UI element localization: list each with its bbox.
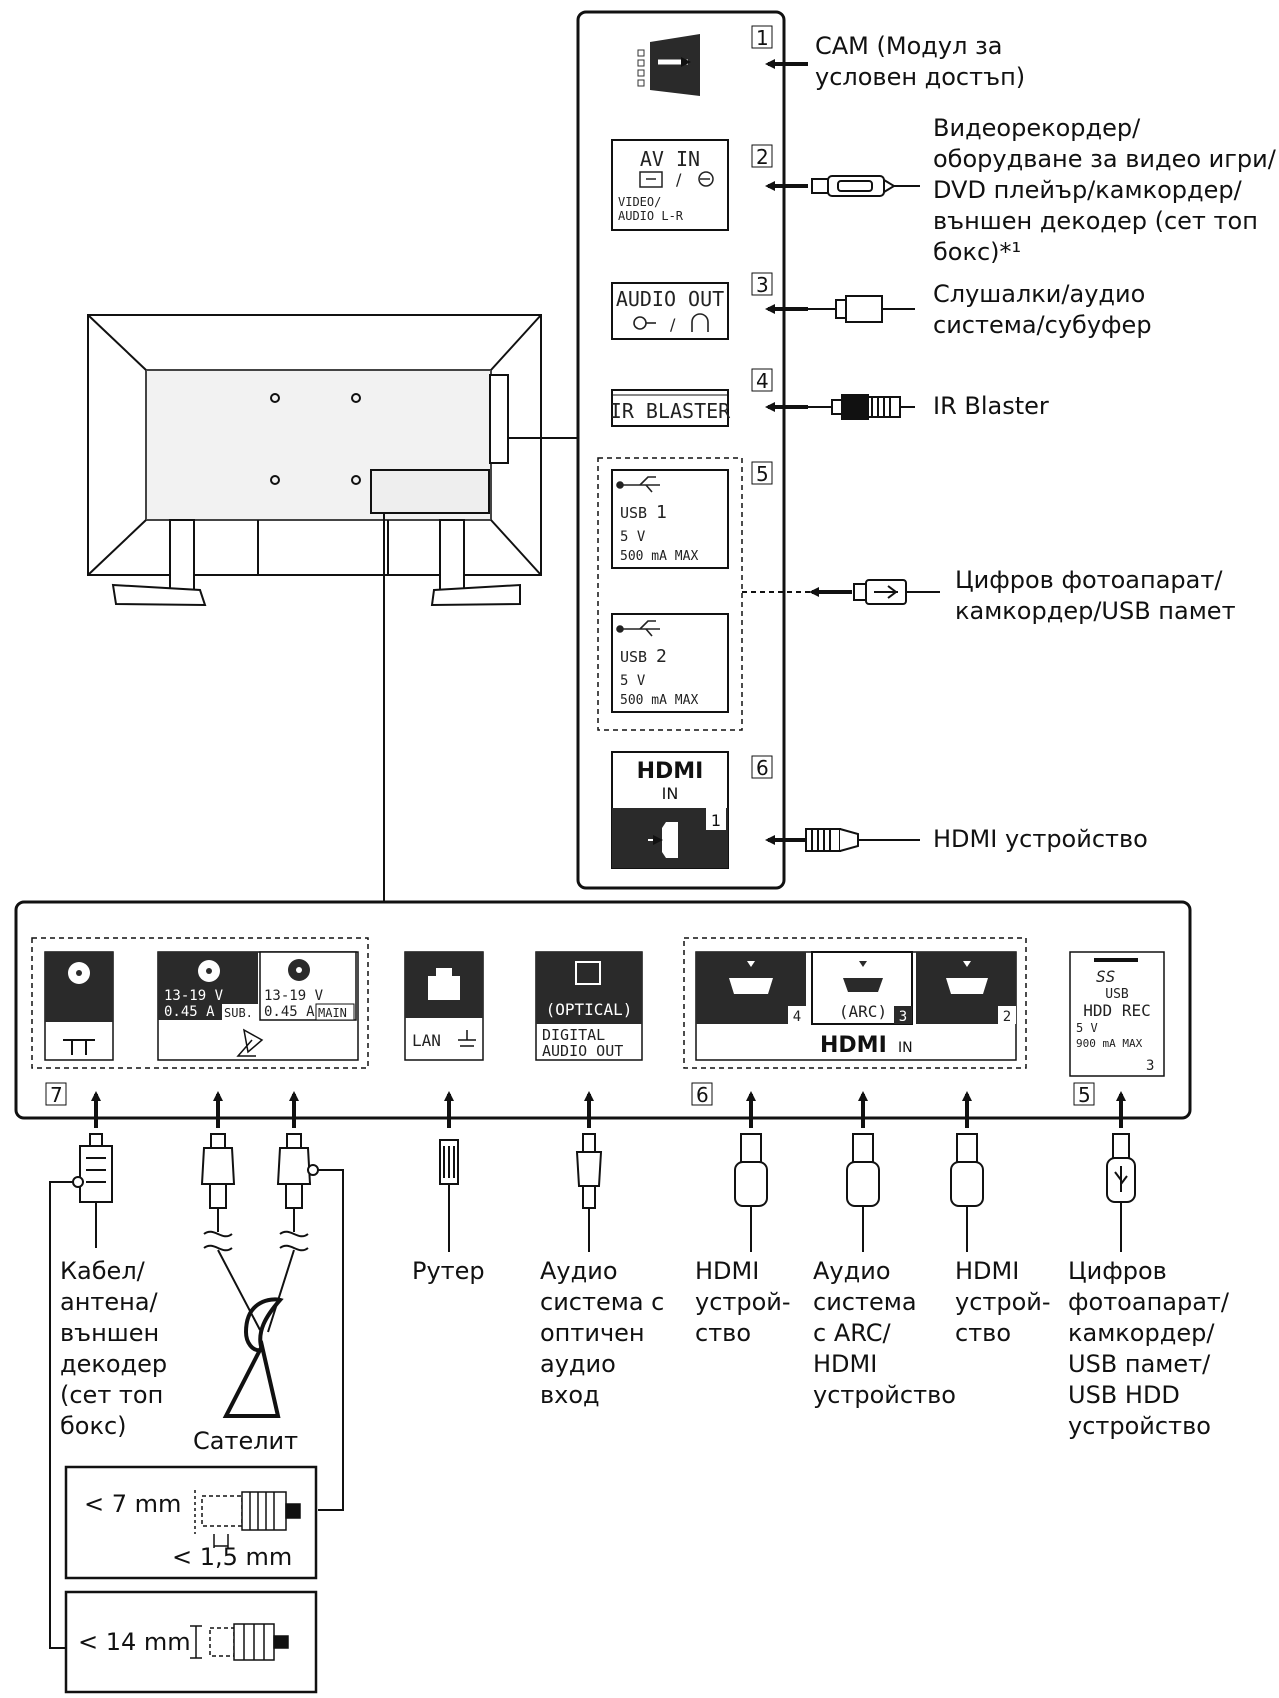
usb1-label: USB (620, 504, 647, 522)
hdmi-arc-label: (ARC) (839, 1002, 887, 1021)
sat-sub-voltage: 13-19 V (164, 988, 224, 1004)
label-usb-hdd: Цифров фотоапарат/ камкордер/ USB памет/… (1068, 1257, 1229, 1440)
hdmi-in1-in: IN (662, 784, 679, 803)
dimension-14mm: < 14 mm (78, 1628, 191, 1656)
usb2-number: 2 (656, 646, 667, 667)
network-icon (458, 1030, 476, 1047)
sat-main-voltage: 13-19 V (264, 988, 324, 1004)
usb3-ss-logo: SS (1096, 967, 1115, 986)
bottom-slot-number-7: 7 (50, 1083, 63, 1107)
label-cam: CAM (Модул за условен достъп) (815, 32, 1026, 91)
usb1-port: USB 1 5 V 500 mA MAX (611, 469, 729, 569)
label-video-devices: Видеорекордер/ оборудване за видео игри/… (933, 114, 1276, 266)
optical-line2: AUDIO OUT (542, 1042, 623, 1060)
usb1-icon (616, 476, 660, 493)
usb2-current: 500 mA MAX (620, 693, 698, 708)
label-hdmi-device-2: HDMI устрой- ство (955, 1257, 1051, 1347)
satellite-ports: 13-19 V 0.45 A SUB. 13-19 V 0.45 A MAIN (157, 951, 359, 1061)
slot-number-4: 4 (756, 369, 769, 393)
usb-group-frame (597, 457, 743, 731)
headphone-icon: / (633, 313, 709, 334)
usb1-current: 500 mA MAX (620, 549, 698, 564)
usb3-hdd-rec: HDD REC (1083, 1001, 1150, 1020)
sat-sub-current: 0.45 A (164, 1004, 215, 1020)
hdmi-port2-number: 2 (1003, 1009, 1011, 1025)
usb1-voltage: 5 V (620, 529, 646, 545)
label-hdmi-device-side: HDMI устройство (933, 825, 1148, 853)
lan-port: LAN (404, 951, 484, 1061)
label-optical-audio-system: Аудио система с оптичен аудио вход (540, 1257, 665, 1409)
av-in-sub2: AUDIO L-R (618, 209, 684, 223)
label-router: Рутер (412, 1257, 485, 1285)
usb2-port: USB 2 5 V 500 mA MAX (611, 613, 729, 713)
svg-text:/: / (670, 315, 676, 334)
usb3-hdd-port: SS USB HDD REC 5 V 900 mA MAX 3 (1069, 951, 1165, 1077)
hdmi-in1-logo: HDMI (637, 759, 704, 784)
optical-line1: DIGITAL (542, 1026, 605, 1044)
slot-number-1: 1 (756, 26, 769, 50)
antenna-port (44, 951, 114, 1061)
hdmi-bottom-in: IN (898, 1040, 913, 1056)
hdmi-bottom-logo: HDMI (820, 1033, 887, 1058)
lan-label: LAN (412, 1031, 441, 1050)
dimension-1-5mm: < 1,5 mm (172, 1543, 293, 1571)
satellite-plug-dimension-drawing (194, 1490, 301, 1548)
hdmi-port4-number: 4 (793, 1009, 801, 1025)
optical-title: (OPTICAL) (546, 1000, 633, 1019)
usb3-current: 900 mA MAX (1076, 1037, 1143, 1050)
slot-number-2: 2 (756, 145, 769, 169)
usb1-number: 1 (656, 502, 667, 523)
sat-sub-tag: SUB. (224, 1006, 253, 1020)
satellite-dish-icon-large (222, 1297, 284, 1418)
hdmi-ports-bottom: 4 3 2 (ARC) HDMI IN (695, 951, 1017, 1061)
side-cables (742, 59, 940, 852)
usb2-icon (616, 620, 660, 637)
ir-blaster-label: IR BLASTER (610, 399, 731, 423)
av-in-sub1: VIDEO/ (618, 195, 661, 209)
usb2-voltage: 5 V (620, 673, 646, 689)
hdmi-port3-number: 3 (899, 1009, 907, 1025)
slot-number-5: 5 (756, 462, 769, 486)
usb3-number: 3 (1146, 1058, 1154, 1074)
bottom-slot-number-6: 6 (696, 1083, 709, 1107)
bottom-slot-number-5: 5 (1078, 1083, 1091, 1107)
hdmi-in1-number: 1 (711, 811, 721, 830)
satellite-dish-icon (236, 1028, 264, 1057)
cam-slot-icon (637, 34, 700, 96)
label-cable-antenna: Кабел/ антена/ външен декодер (сет топ б… (60, 1257, 168, 1440)
usb2-label: USB (620, 648, 647, 666)
sat-main-tag: MAIN (318, 1006, 347, 1020)
bottom-cables (49, 1133, 1136, 1649)
av-in-icon: / (639, 170, 714, 189)
tv-connector-lines (383, 437, 578, 902)
label-arc-audio-system: Аудио система с ARC/ HDMI устройство (813, 1257, 956, 1409)
label-headphones: Слушалки/аудио система/субуфер (933, 280, 1152, 339)
antenna-plug-dimension-drawing (190, 1623, 289, 1661)
usb3-voltage: 5 V (1076, 1021, 1098, 1035)
dimension-7mm: < 7 mm (84, 1490, 182, 1518)
label-ir-blaster: IR Blaster (933, 392, 1049, 420)
sat-main-current: 0.45 A (264, 1004, 315, 1020)
label-satellite: Сателит (193, 1427, 299, 1455)
bottom-arrows (91, 1091, 1126, 1128)
usb3-label: USB (1105, 987, 1129, 1002)
tv-back-illustration (87, 314, 542, 607)
antenna-icon (63, 1039, 95, 1055)
hdmi-in1-icon (648, 822, 678, 858)
audio-out-label: AUDIO OUT (616, 287, 724, 311)
label-hdmi-device-4: HDMI устрой- ство (695, 1257, 791, 1347)
av-in-label: AV IN (640, 147, 700, 171)
optical-port: (OPTICAL) DIGITAL AUDIO OUT (535, 951, 643, 1061)
slot-number-6: 6 (756, 756, 769, 780)
slot-number-3: 3 (756, 273, 769, 297)
label-usb-camera: Цифров фотоапарат/ камкордер/USB памет (955, 566, 1236, 625)
svg-text:/: / (676, 170, 682, 189)
